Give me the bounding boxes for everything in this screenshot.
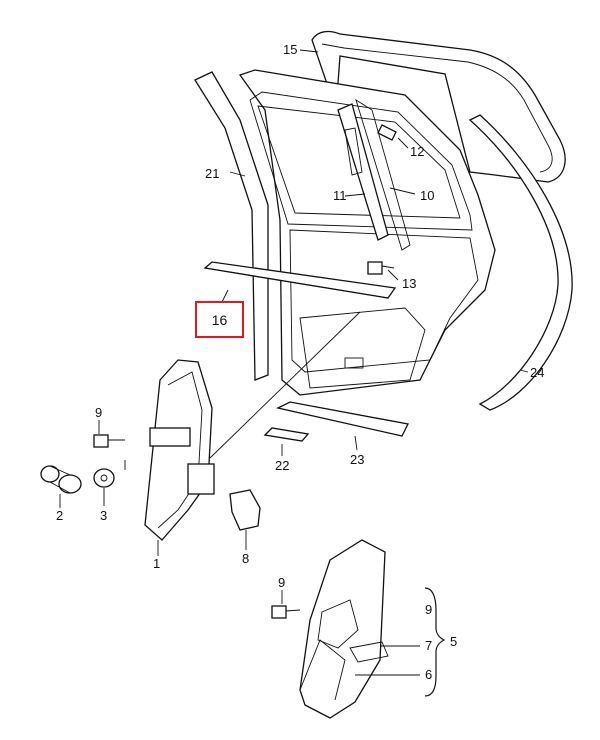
part-label-9-bottom: 9 [278,575,286,590]
screw-13 [367,261,383,275]
part-label-1: 1 [153,556,161,571]
screw-12 [377,124,397,141]
window-channel-11 [337,103,389,241]
part-label-8: 8 [242,551,250,566]
part-label-23: 23 [350,452,365,467]
regulator-assembly-bottom [299,539,386,719]
seal-24 [468,114,573,411]
part-8 [229,489,261,531]
highlight-box [195,301,244,338]
window-regulator-1 [144,359,213,541]
bolt-9 [93,434,109,448]
part-3 [93,468,115,488]
highlighted-part-label[interactable]: 16 [211,311,228,328]
part-2-b [58,474,82,494]
part-label-3: 3 [100,508,108,523]
part-label-10: 10 [420,188,435,203]
window-channel-10 [355,98,411,251]
part-label-12: 12 [410,144,425,159]
part-label-9-top: 9 [95,405,103,420]
part-label-13: 13 [402,276,417,291]
part-label-6: 6 [425,667,433,682]
part-label-9-bracket: 9 [425,602,433,617]
pad-22 [263,427,310,442]
part-label-15: 15 [283,42,298,57]
part-label-22: 22 [275,458,290,473]
part-label-2: 2 [56,508,64,523]
part-label-21: 21 [205,166,220,181]
part-label-5: 5 [450,634,458,649]
door-panel [238,69,496,396]
part-label-11: 11 [333,188,347,203]
part-label-24: 24 [530,365,545,380]
seal-21 [194,71,269,381]
bolt-9-bottom [271,605,287,619]
part-label-7: 7 [425,638,433,653]
strip-23 [276,401,409,437]
